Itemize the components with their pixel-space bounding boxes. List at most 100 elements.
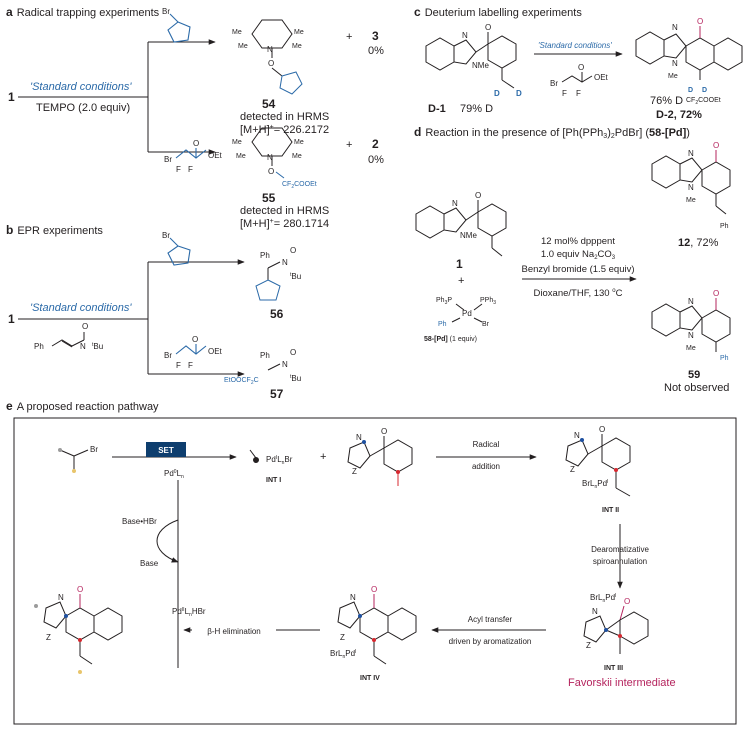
set-label: SET: [158, 446, 174, 455]
svg-text:'Standard conditions': 'Standard conditions': [30, 302, 132, 314]
svg-text:N: N: [282, 360, 288, 369]
svg-text:tBu: tBu: [290, 374, 301, 383]
svg-text:Br: Br: [162, 231, 170, 240]
svg-text:detected in HRMS: detected in HRMS: [240, 205, 329, 217]
svg-text:Ph: Ph: [720, 355, 729, 362]
svg-text:N: N: [688, 297, 694, 306]
svg-text:O: O: [475, 191, 481, 200]
svg-text:O: O: [77, 585, 83, 594]
svg-text:N: N: [58, 593, 64, 602]
svg-text:[M+H]+= 280.1714: [M+H]+= 280.1714: [240, 218, 329, 230]
svg-text:12, 72%: 12, 72%: [678, 237, 719, 249]
svg-text:1: 1: [456, 257, 463, 271]
svg-text:N: N: [356, 433, 362, 442]
svg-text:N: N: [462, 31, 468, 40]
svg-text:F: F: [562, 89, 567, 98]
svg-text:[M+H]+= 226.2172: [M+H]+= 226.2172: [240, 124, 329, 136]
svg-text:F: F: [176, 361, 181, 370]
compound-55-label: 55: [262, 191, 276, 205]
svg-text:β-H elimination: β-H elimination: [207, 627, 261, 636]
br-label: Br: [162, 7, 170, 16]
svg-text:O: O: [713, 141, 719, 150]
svg-text:NMe: NMe: [460, 231, 477, 240]
svg-text:N: N: [672, 59, 678, 68]
svg-text:Z: Z: [352, 467, 357, 476]
set-badge: [146, 442, 186, 457]
svg-text:N: N: [592, 607, 598, 616]
svg-text:+: +: [346, 31, 352, 43]
svg-text:D: D: [688, 87, 693, 94]
svg-text:O: O: [578, 63, 584, 72]
svg-text:Radical: Radical: [473, 440, 500, 449]
svg-text:57: 57: [270, 387, 284, 401]
svg-text:N: N: [80, 342, 86, 351]
svg-text:N: N: [688, 183, 694, 192]
svg-text:Ph: Ph: [34, 342, 44, 351]
svg-text:Dioxane/THF, 130 oC: Dioxane/THF, 130 oC: [534, 288, 623, 299]
svg-text:D-1: D-1: [428, 103, 446, 115]
svg-text:BrLnPdI: BrLnPdI: [582, 479, 608, 490]
compound-54-structure: [252, 20, 302, 94]
svg-text:+: +: [320, 451, 326, 463]
svg-text:O: O: [268, 59, 274, 68]
svg-text:Br: Br: [164, 351, 172, 360]
svg-text:O: O: [268, 167, 274, 176]
svg-text:Favorskii intermediate: Favorskii intermediate: [568, 677, 676, 689]
svg-text:56: 56: [270, 307, 284, 321]
svg-text:Acyl transfer: Acyl transfer: [468, 615, 513, 624]
svg-text:79% D: 79% D: [460, 103, 493, 115]
svg-text:Me: Me: [294, 29, 304, 36]
svg-text:F: F: [188, 165, 193, 174]
svg-text:N: N: [452, 199, 458, 208]
svg-text:BrLnPdI: BrLnPdI: [590, 593, 616, 604]
svg-text:N: N: [267, 45, 273, 54]
svg-text:Me: Me: [686, 197, 696, 204]
svg-text:O: O: [290, 246, 296, 255]
svg-text:PPh3: PPh3: [480, 297, 496, 306]
svg-text:Z: Z: [586, 641, 591, 650]
svg-text:CF2COOEt: CF2COOEt: [282, 181, 317, 190]
svg-text:Ph: Ph: [438, 321, 447, 328]
svg-text:EtOOCF2C: EtOOCF2C: [224, 377, 259, 386]
svg-text:Base: Base: [140, 559, 159, 568]
svg-text:0%: 0%: [368, 154, 384, 166]
svg-text:0%: 0%: [368, 45, 384, 57]
svg-text:D: D: [702, 87, 707, 94]
svg-text:O: O: [599, 425, 605, 434]
svg-text:Me: Me: [238, 43, 248, 50]
svg-text:N: N: [688, 331, 694, 340]
compound-54-label: 54: [262, 97, 276, 111]
svg-text:Z: Z: [46, 633, 51, 642]
svg-text:driven by aromatization: driven by aromatization: [449, 637, 532, 646]
svg-text:O: O: [624, 597, 630, 606]
svg-text:Br: Br: [550, 79, 558, 88]
svg-text:1: 1: [8, 312, 15, 326]
svg-text:Not observed: Not observed: [664, 382, 729, 394]
svg-text:Br: Br: [90, 445, 98, 454]
svg-text:'Standard conditions': 'Standard conditions': [538, 41, 612, 50]
svg-text:O: O: [697, 17, 703, 26]
svg-text:Pd: Pd: [462, 309, 472, 318]
svg-text:Benzyl bromide (1.5 equiv): Benzyl bromide (1.5 equiv): [522, 264, 635, 275]
svg-text:INT III: INT III: [604, 665, 623, 672]
compound-3-label: 3: [372, 29, 379, 43]
compound-55-structure: [252, 128, 292, 178]
svg-text:12 mol% dpppent: 12 mol% dpppent: [541, 236, 615, 247]
svg-text:OEt: OEt: [208, 151, 223, 160]
svg-text:INT II: INT II: [602, 507, 619, 514]
compound-2-label: 2: [372, 137, 379, 151]
svg-text:Z: Z: [340, 633, 345, 642]
svg-text:1.0 equiv Na2CO3: 1.0 equiv Na2CO3: [541, 249, 616, 261]
svg-text:Me: Me: [294, 139, 304, 146]
svg-text:N: N: [350, 593, 356, 602]
panel-a-conditions: 'Standard conditions': [30, 81, 132, 93]
svg-text:F: F: [188, 361, 193, 370]
svg-text:Me: Me: [232, 139, 242, 146]
svg-text:Z: Z: [570, 465, 575, 474]
